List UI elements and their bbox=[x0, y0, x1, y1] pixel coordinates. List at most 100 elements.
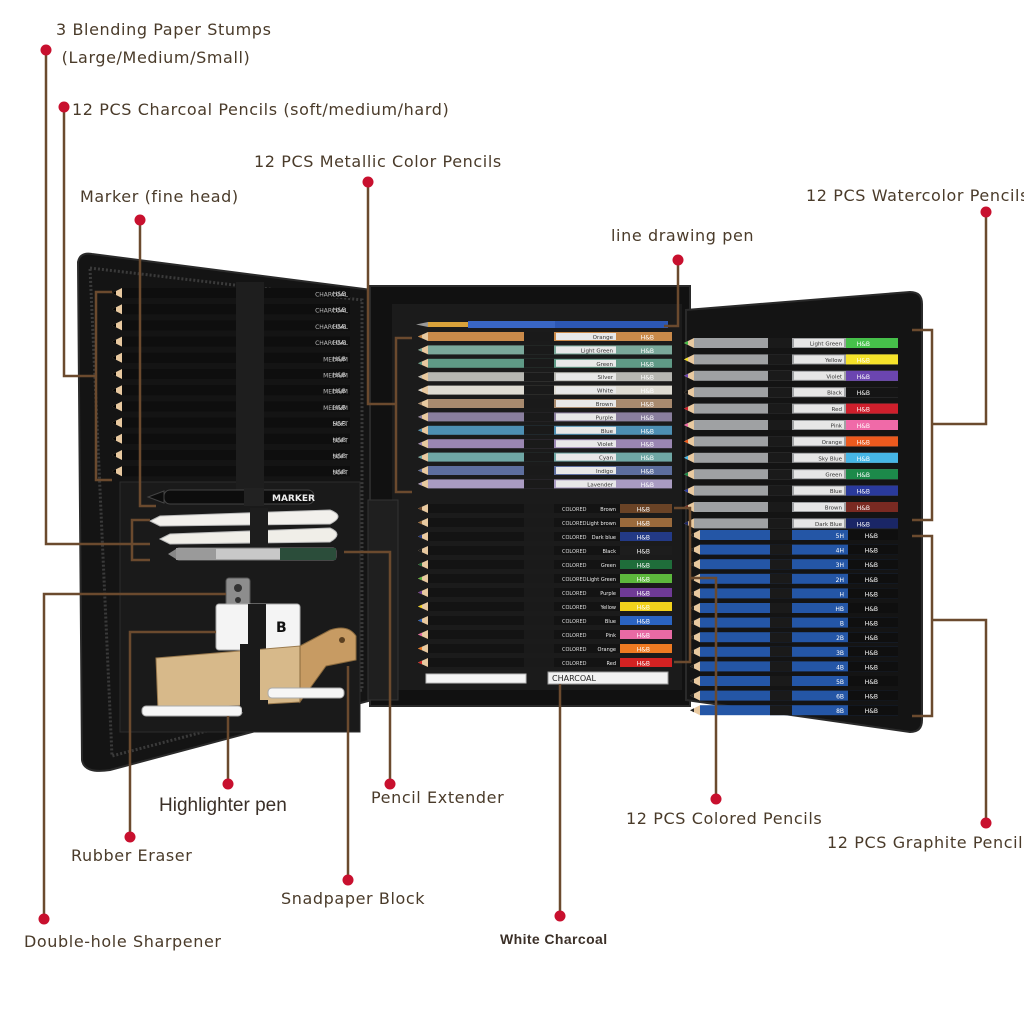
metallic-strap bbox=[524, 332, 554, 341]
graphite-brand: H&B bbox=[865, 533, 878, 540]
label-colored-pencils: 12 PCS Colored Pencils bbox=[626, 809, 823, 828]
colored-brand: H&B bbox=[637, 507, 650, 514]
metallic-pencil-label: Purple bbox=[596, 415, 614, 421]
metallic-brand: H&B bbox=[641, 348, 654, 355]
colored-pencil-label: Red bbox=[607, 661, 617, 667]
colored-brand: H&B bbox=[637, 521, 650, 528]
graphite-brand: H&B bbox=[865, 708, 878, 715]
watercolor-brand: H&B bbox=[857, 357, 870, 364]
colored-strap bbox=[524, 644, 554, 653]
watercolor-pencil-label: Green bbox=[825, 473, 842, 479]
charcoal-pencils: CHARCOALH&BCHARCOALH&BCHARCOALH&BCHARCOA… bbox=[112, 282, 350, 492]
charcoal-pencil-label: SOFT bbox=[332, 437, 348, 444]
label-sandpaper-block: Snadpaper Block bbox=[281, 889, 426, 908]
graphite-strap bbox=[770, 632, 792, 643]
colored-pencil-label: Brown bbox=[600, 507, 616, 513]
watercolor-pencil-label: Orange bbox=[822, 440, 843, 446]
metallic-brand: H&B bbox=[641, 361, 654, 368]
charcoal-brand: H&B bbox=[333, 291, 346, 298]
metallic-pencil: Green H&B bbox=[418, 358, 672, 368]
leader-metallic-bracket bbox=[394, 336, 412, 494]
watercolor-strap bbox=[768, 387, 792, 398]
dot-highlighter bbox=[222, 778, 234, 790]
label-blending-stumps: 3 Blending Paper Stumps (Large/Medium/Sm… bbox=[56, 20, 272, 67]
colored-brand: H&B bbox=[637, 591, 650, 598]
metallic-brand: H&B bbox=[641, 375, 654, 382]
metallic-strap bbox=[524, 452, 554, 462]
metallic-strap bbox=[524, 466, 554, 475]
metallic-strap bbox=[524, 358, 554, 368]
metallic-brand: H&B bbox=[641, 428, 654, 435]
colored-pencil-label: Orange bbox=[598, 647, 616, 653]
watercolor-band bbox=[794, 453, 844, 462]
watercolor-pencil-label: Violet bbox=[826, 374, 842, 380]
colored-pencil-brandline: COLORED bbox=[562, 563, 587, 569]
dot-charcoal bbox=[58, 101, 70, 113]
colored-pencil-brandline: COLORED bbox=[562, 535, 587, 541]
metallic-strap bbox=[524, 345, 554, 355]
charcoal-pencil-label: CHARCOAL bbox=[315, 340, 349, 347]
colored-pencil-brandline: COLORED bbox=[562, 605, 587, 611]
graphite-grade: 3H bbox=[836, 562, 844, 569]
colored-pencil-label: Pink bbox=[606, 633, 616, 639]
colored-strap bbox=[524, 658, 554, 667]
watercolor-band bbox=[794, 371, 844, 380]
metallic-pencil-label: White bbox=[597, 389, 614, 395]
graphite-grade: HB bbox=[835, 606, 844, 613]
graphite-brand: H&B bbox=[865, 577, 878, 584]
graphite-strap bbox=[770, 573, 792, 584]
graphite-brand: H&B bbox=[865, 562, 878, 569]
marker: MARKER bbox=[146, 488, 315, 506]
graphite-strap bbox=[770, 544, 792, 555]
watercolor-brand: H&B bbox=[857, 341, 870, 348]
metallic-brand: H&B bbox=[641, 402, 654, 409]
watercolor-strap bbox=[768, 403, 792, 414]
leader-sharpener bbox=[42, 592, 226, 916]
charcoal-brand: H&B bbox=[333, 323, 346, 330]
metallic-strap bbox=[524, 372, 554, 382]
dot-blending-stumps bbox=[40, 44, 52, 56]
sandpaper-block bbox=[155, 627, 357, 714]
charcoal-pencil-label: SOFT bbox=[332, 470, 348, 477]
metallic-strap bbox=[524, 479, 554, 489]
leader-charcoal bbox=[62, 108, 96, 378]
leader-lines bbox=[42, 52, 988, 916]
watercolor-brand: H&B bbox=[857, 505, 870, 512]
charcoal-brand: H&B bbox=[333, 356, 346, 363]
graphite-grade: B bbox=[840, 621, 844, 628]
eraser-mark: B bbox=[276, 620, 287, 636]
metallic-brand: H&B bbox=[641, 335, 654, 342]
charcoal-pencil-label: MEDIUM bbox=[323, 356, 348, 363]
colored-pencil-brandline: COLORED bbox=[562, 549, 587, 555]
colored-brand: H&B bbox=[637, 619, 650, 626]
metallic-pencil-label: Green bbox=[596, 362, 613, 368]
dot-marker bbox=[134, 214, 146, 226]
colored-strap bbox=[524, 504, 554, 513]
leader-extender bbox=[344, 550, 392, 782]
charcoal-brand: H&B bbox=[333, 469, 346, 476]
watercolor-band bbox=[794, 470, 844, 479]
watercolor-strap bbox=[768, 469, 792, 480]
colored-brand: H&B bbox=[637, 633, 650, 640]
watercolor-brand: H&B bbox=[857, 374, 870, 381]
colored-strap bbox=[524, 616, 554, 625]
graphite-grade: 2H bbox=[836, 577, 844, 584]
